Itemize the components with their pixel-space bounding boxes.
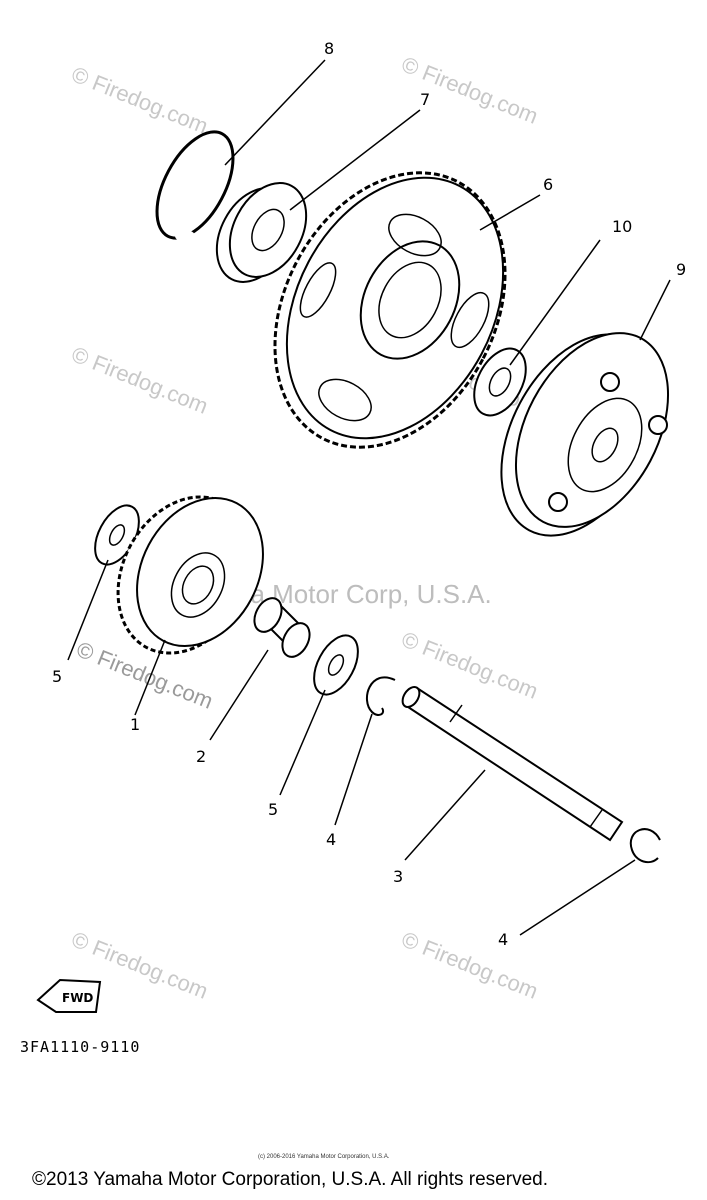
part-3-shaft [401,686,624,842]
part-2-collar [253,597,311,658]
fwd-label: FWD [62,991,93,1005]
callout-10: 10 [612,217,632,236]
part-4-clip-lower [629,828,661,864]
callout-4b: 4 [498,930,508,949]
small-copyright: (c) 2006-2016 Yamaha Motor Corporation, … [258,1154,390,1160]
callout-5b: 5 [268,800,278,819]
footer-copyright: ©2013 Yamaha Motor Corporation, U.S.A. A… [32,1169,548,1190]
callout-6: 6 [543,175,553,194]
part-8-circlip [155,130,235,242]
callout-8: 8 [324,39,334,58]
part-9-starter-clutch [500,332,670,537]
part-1-idle-gear [116,495,264,655]
part-6-large-gear [273,171,507,449]
part-4-clip-upper [366,676,396,716]
part-10-washer [473,347,527,417]
watermark-3: © Firedog.com [68,341,211,418]
callout-9: 9 [676,260,686,279]
callout-4a: 4 [326,830,336,849]
callout-2: 2 [196,747,206,766]
callout-5a: 5 [52,667,62,686]
fwd-arrow-icon: FWD [36,978,102,1013]
diagram-code: 3FA1110-9110 [20,1038,140,1056]
callouts: 8 7 6 10 9 5 1 2 5 4 3 4 [52,39,686,949]
callout-7: 7 [420,90,430,109]
callout-1: 1 [130,715,140,734]
leader-lines [67,59,671,936]
part-7-bearing [215,182,308,283]
watermark-1: © Firedog.com [68,61,211,138]
watermark-7: © Firedog.com [398,926,541,1003]
callout-3: 3 [393,867,403,886]
part-5-washer-right [313,634,359,696]
